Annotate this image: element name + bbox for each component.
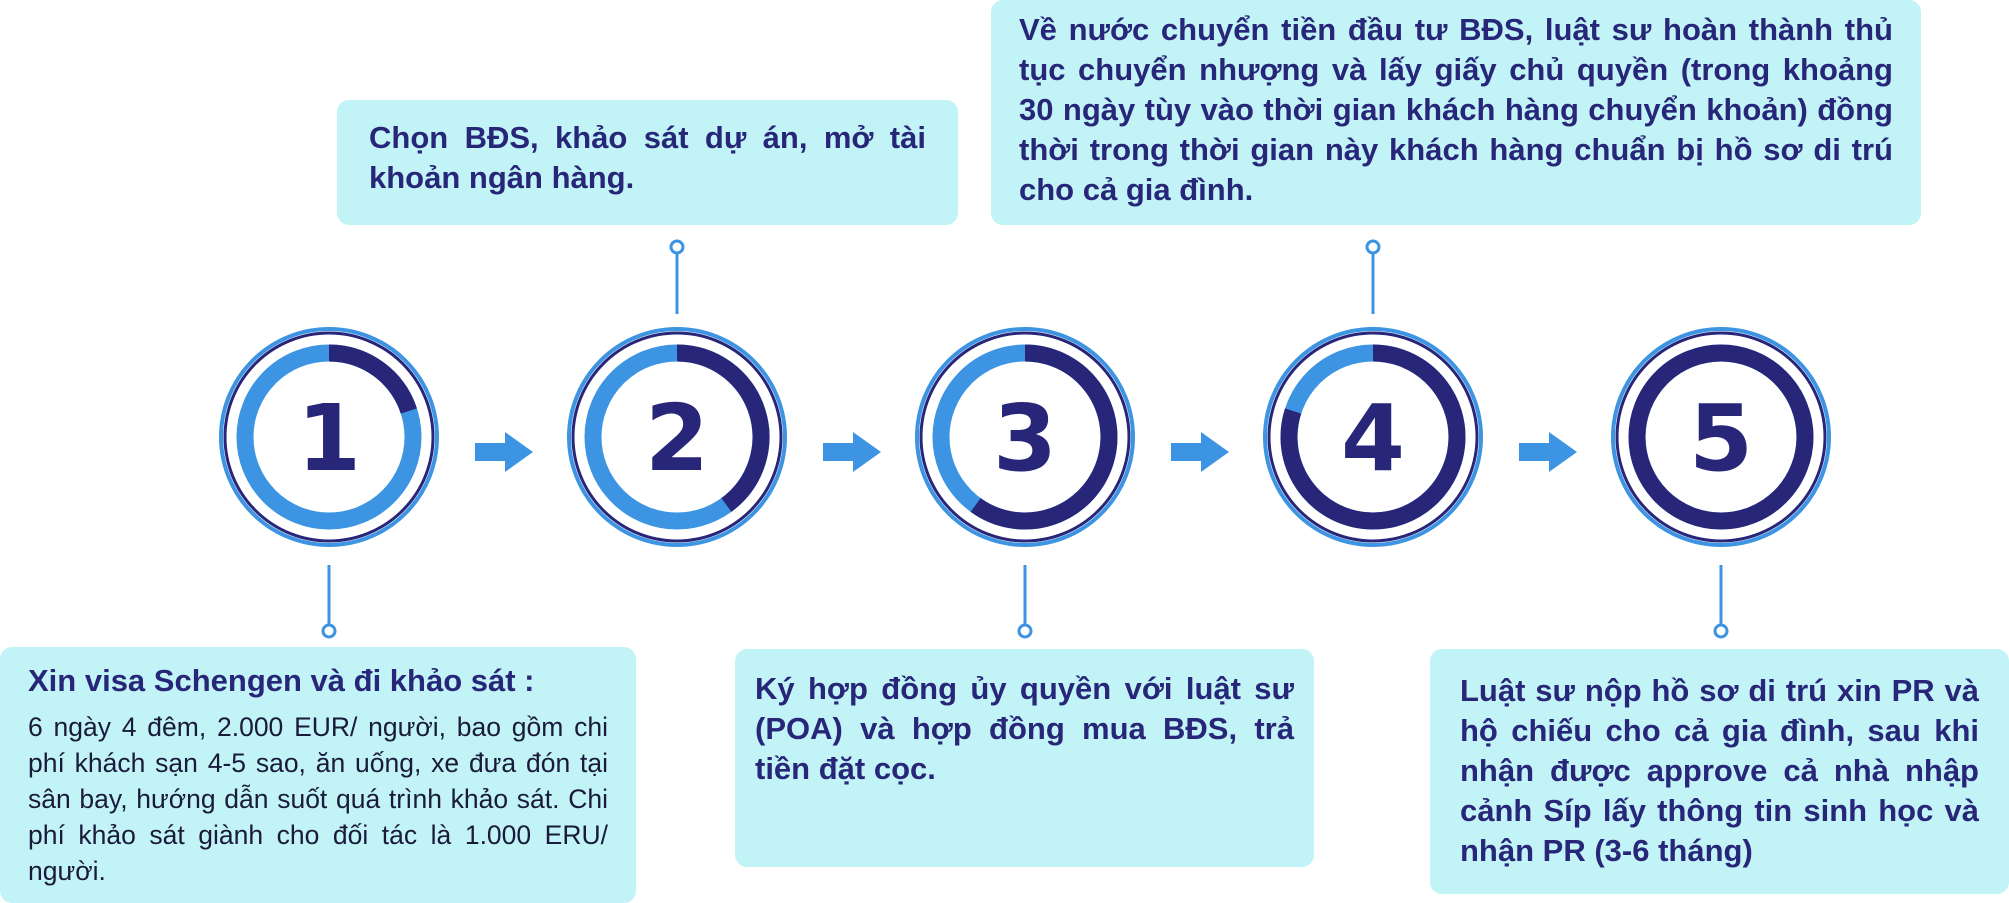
step-5-text: Luật sư nộp hồ sơ di trú xin PR và hộ ch… [1460,673,1979,868]
arrow-right-icon [475,432,533,472]
step-5-number: 5 [1689,385,1753,492]
connector-step-3 [1017,565,1033,639]
step-5-circle: 5 [1611,327,1831,547]
arrow-right-icon [823,432,881,472]
connector-step-5 [1713,565,1729,639]
step-3-progress-arc [970,344,1118,530]
arrow-right-icon [1519,432,1577,472]
step-1-number: 1 [297,385,361,492]
step-3-text: Ký hợp đồng ủy quyền với luật sư (POA) v… [755,671,1294,786]
step-1-progress-arc [328,344,417,414]
step-2-text: Chọn BĐS, khảo sát dự án, mở tài khoản n… [369,120,926,195]
connector-step-2 [669,239,685,314]
step-4-progress-arc [1280,344,1466,530]
step-4-description-box: Về nước chuyển tiền đầu tư BĐS, luật sư … [991,0,1921,225]
step-4-text: Về nước chuyển tiền đầu tư BĐS, luật sư … [1019,12,1893,207]
step-1-title: Xin visa Schengen và đi khảo sát : [28,663,535,698]
step-2-circle: 2 [567,327,787,547]
step-2-progress-arc [676,344,770,512]
step-1-circle: 1 [219,327,439,547]
connector-step-1 [321,565,337,639]
step-5-description-box: Luật sư nộp hồ sơ di trú xin PR và hộ ch… [1430,649,2009,894]
step-2-description-box: Chọn BĐS, khảo sát dự án, mở tài khoản n… [337,100,958,225]
step-5-progress-arc [1628,344,1814,530]
arrow-right-icon [1171,432,1229,472]
step-3-circle: 3 [915,327,1135,547]
step-1-description-box: Xin visa Schengen và đi khảo sát : 6 ngà… [0,647,636,903]
step-4-number: 4 [1341,385,1405,492]
step-3-description-box: Ký hợp đồng ủy quyền với luật sư (POA) v… [735,649,1314,867]
step-3-number: 3 [993,385,1057,492]
connector-step-4 [1365,239,1381,314]
step-4-circle: 4 [1263,327,1483,547]
step-2-number: 2 [645,385,709,492]
step-1-body: 6 ngày 4 đêm, 2.000 EUR/ người, bao gồm … [28,712,608,886]
